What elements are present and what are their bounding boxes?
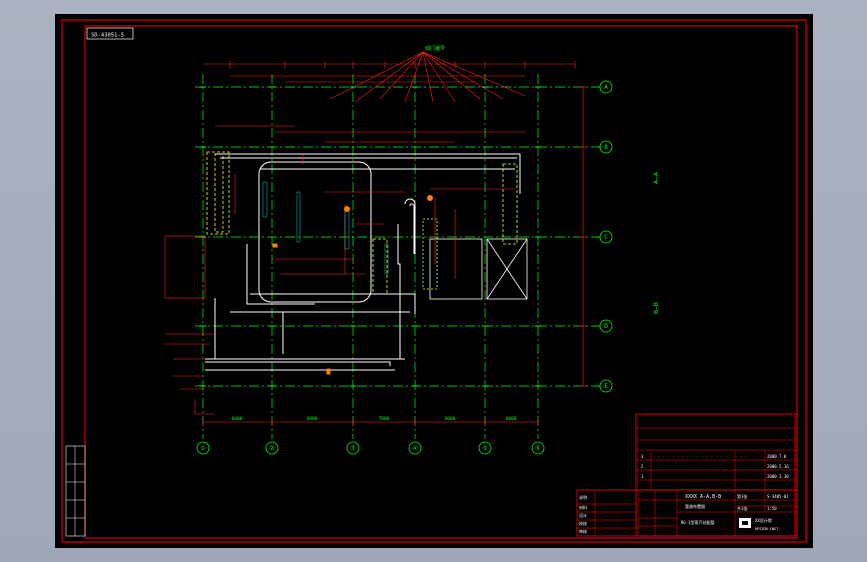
structure-right — [422, 218, 528, 300]
col-dimension: 6000 — [307, 416, 318, 422]
valve-marker — [427, 195, 433, 201]
revision-no: 3 — [641, 454, 644, 459]
row-axis-label: E — [604, 383, 608, 390]
col-dimension: 6000 — [232, 416, 243, 422]
col-axis-label: ③ — [350, 445, 355, 452]
top-dimension-chains — [203, 61, 576, 143]
heat-exchanger — [206, 151, 230, 235]
row-axis-bubbles — [595, 80, 613, 393]
note-row: 审核 — [579, 528, 587, 534]
inner-frame — [84, 25, 798, 539]
row-axis-d-bubble — [599, 319, 613, 333]
col-axis-lines — [202, 74, 539, 439]
code-tag: SD-43051-5 — [91, 33, 124, 39]
col-dimension: 6000 — [506, 416, 517, 422]
revision-date: 2000.7.8 — [767, 454, 787, 459]
equipment-outlines — [206, 151, 518, 295]
fan-unit — [486, 238, 528, 300]
pipe-runs — [205, 153, 521, 371]
drawing-title: XXXX A-A,B-B — [685, 494, 721, 500]
revision-desc: · · · · · · · · · · · · · · · · · · · · — [653, 454, 747, 459]
left-binding-strip — [65, 445, 86, 537]
valve-callout-leaders — [329, 51, 526, 103]
right-dimension-line — [579, 86, 587, 387]
company-name: XX设计院 — [755, 517, 772, 523]
row-axis-b-bubble — [599, 140, 613, 154]
col-axis-label: ④ — [412, 445, 417, 452]
col-axis-bubbles — [196, 441, 545, 455]
note-row: 说明 — [579, 494, 587, 500]
valve-marker — [344, 206, 350, 212]
row-axis-e-bubble — [599, 379, 613, 393]
left-dimensions — [164, 235, 215, 415]
col-dimension: 7000 — [379, 416, 390, 422]
project-name: BG-1型蒸汽站配管 — [681, 519, 715, 525]
valve-marker — [326, 368, 331, 375]
section-aa-label: A—A — [652, 172, 660, 184]
row-axis-c-bubble — [599, 230, 613, 244]
valve-marker — [272, 243, 278, 248]
col-axis-label: ① — [200, 445, 205, 452]
total-label: 共1张 — [737, 505, 747, 511]
section-bb-label: B—B — [652, 302, 660, 314]
company-en: DESIGN INST. — [755, 527, 780, 531]
col-axis-label: ⑥ — [535, 445, 540, 452]
revision-date: 2000.5.16 — [767, 464, 789, 469]
valve-markers — [272, 195, 433, 375]
outer-frame — [61, 19, 807, 543]
row-axis-label: D — [604, 323, 608, 330]
col-axis-label: ⑤ — [482, 445, 487, 452]
note-row: 设计 — [579, 512, 587, 518]
support-markers — [200, 86, 541, 387]
drawing-scale: 1:50 — [767, 506, 777, 511]
valve-callout: 阀门编号 — [425, 45, 445, 52]
company-logo-icon — [739, 518, 751, 528]
revision-no: 1 — [641, 474, 644, 479]
sheet-label: 第1张 — [737, 493, 747, 499]
row-axis-a-bubble — [599, 80, 613, 94]
title-block — [576, 413, 796, 537]
note-row: 材料 — [579, 504, 587, 510]
bottom-dimension-line — [202, 418, 539, 426]
revision-date: 2000.3.30 — [767, 474, 789, 479]
revision-no: 2 — [641, 464, 644, 469]
cyan-annotations — [262, 181, 389, 275]
row-axis-label: B — [604, 144, 608, 151]
row-axis-label: A — [604, 84, 608, 91]
red-pipe-lines — [234, 154, 515, 279]
row-axis-label: C — [604, 234, 608, 241]
drawing-sheet: SD-43051-5 — [61, 19, 807, 543]
drawing-sub: 管道布置图 — [685, 503, 705, 509]
drawing-canvas[interactable]: SD-43051-5 — [55, 14, 813, 548]
col-axis-label: ② — [269, 445, 274, 452]
code-tag-box — [86, 27, 134, 40]
row-axis-lines — [195, 86, 595, 387]
note-row: 校核 — [579, 520, 587, 526]
col-dimension: 6000 — [445, 416, 456, 422]
drawing-number: S-3405-01 — [767, 494, 789, 499]
